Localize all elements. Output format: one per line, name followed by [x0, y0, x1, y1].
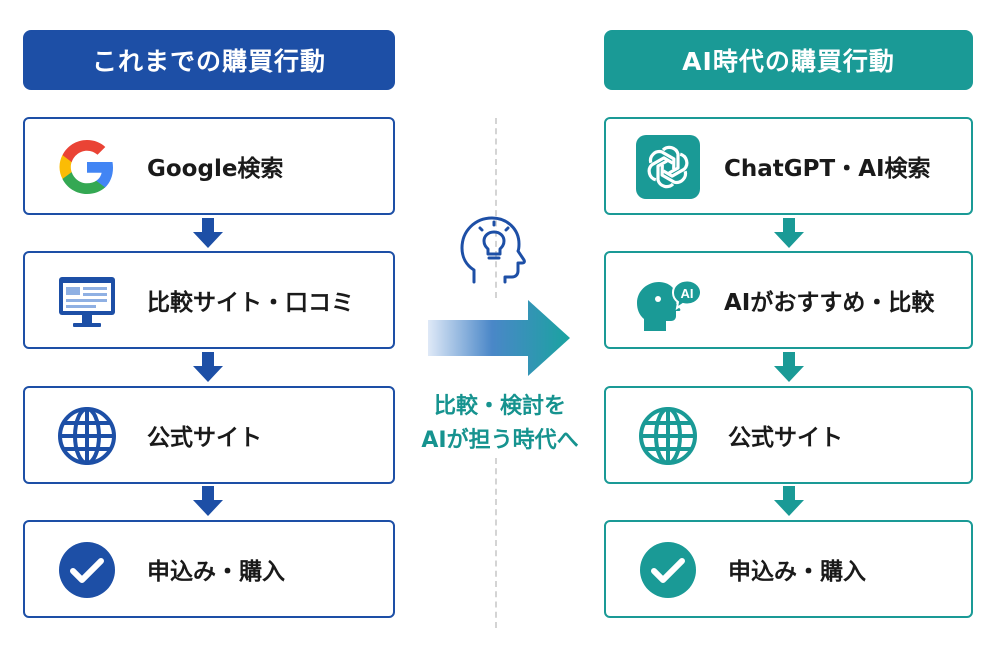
- left-down-arrow-3: [191, 484, 225, 518]
- right-down-arrow-2: [772, 350, 806, 384]
- right-step-ai-recommend: AI AIがおすすめ・比較: [604, 251, 973, 349]
- monitor-icon: [55, 269, 119, 333]
- ai-badge: AI: [681, 286, 694, 301]
- right-step-ai-search: ChatGPT・AI検索: [604, 117, 973, 215]
- right-down-arrow-1: [772, 216, 806, 250]
- right-step-official-site: 公式サイト: [604, 386, 973, 484]
- globe-icon: [55, 404, 119, 468]
- left-step-google-search: Google検索: [23, 117, 395, 215]
- left-down-arrow-1: [191, 216, 225, 250]
- globe-icon: [636, 404, 700, 468]
- step-label: 申込み・購入: [147, 559, 285, 585]
- chatgpt-icon: [636, 135, 700, 199]
- step-label: ChatGPT・AI検索: [724, 156, 931, 182]
- center-divider-bottom: [495, 458, 497, 628]
- left-step-comparison-sites: 比較サイト・口コミ: [23, 251, 395, 349]
- step-label: 公式サイト: [147, 425, 262, 451]
- left-step-purchase: 申込み・購入: [23, 520, 395, 618]
- step-label: 比較サイト・口コミ: [147, 290, 354, 316]
- transition-arrow: [428, 300, 570, 376]
- step-label: AIがおすすめ・比較: [724, 290, 935, 316]
- transition-text-line1: 比較・検討を: [433, 394, 566, 419]
- transition-text-line2: AIが担う時代へ: [421, 428, 579, 453]
- right-step-purchase: 申込み・購入: [604, 520, 973, 618]
- ai-head-icon: AI: [636, 269, 700, 333]
- check-circle-icon: [636, 538, 700, 602]
- step-label: 公式サイト: [728, 425, 843, 451]
- right-column-title: AI時代の購買行動: [604, 30, 973, 90]
- step-label: 申込み・購入: [728, 559, 866, 585]
- center-divider: [495, 118, 497, 298]
- left-column-title: これまでの購買行動: [23, 30, 395, 90]
- right-down-arrow-3: [772, 484, 806, 518]
- left-down-arrow-2: [191, 350, 225, 384]
- step-label: Google検索: [147, 156, 284, 182]
- left-step-official-site: 公式サイト: [23, 386, 395, 484]
- check-circle-icon: [55, 538, 119, 602]
- google-icon: [55, 135, 119, 199]
- lightbulb-head-icon: [452, 210, 530, 290]
